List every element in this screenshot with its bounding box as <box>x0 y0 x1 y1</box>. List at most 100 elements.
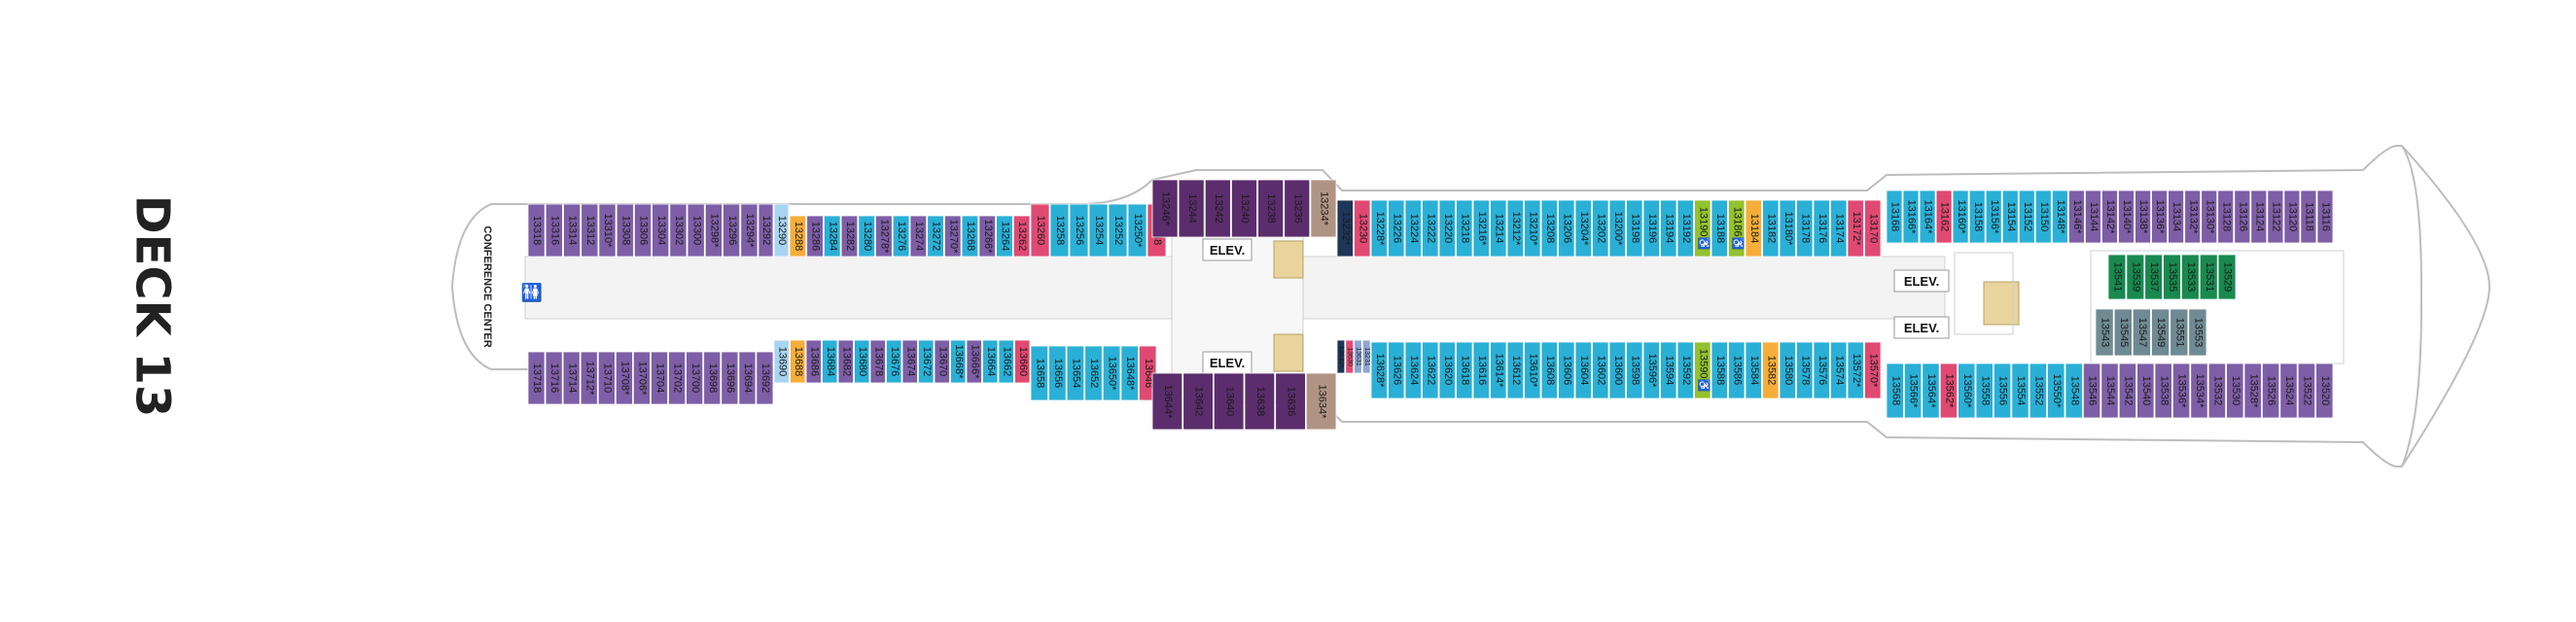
cabin-13126[interactable] <box>2234 190 2251 244</box>
cabin-13630[interactable] <box>1345 339 1355 374</box>
cabin-13210[interactable] <box>1524 199 1541 258</box>
cabin-13230[interactable] <box>1354 199 1371 258</box>
cabin-13698[interactable] <box>703 351 722 405</box>
cabin-13118[interactable] <box>2300 190 2317 244</box>
cabin-13539[interactable] <box>2126 254 2145 300</box>
cabin-13530[interactable] <box>2226 363 2244 419</box>
cabin-13236[interactable] <box>1284 179 1311 238</box>
cabin-13548[interactable] <box>2064 363 2083 419</box>
cabin-13668[interactable] <box>950 339 967 384</box>
cabin-13612[interactable] <box>1506 341 1524 399</box>
cabin-13674[interactable] <box>901 339 918 384</box>
cabin-13254[interactable] <box>1088 203 1109 258</box>
cabin-13553[interactable] <box>2188 308 2207 357</box>
cabin-13134[interactable] <box>2168 190 2185 244</box>
cabin-13158[interactable] <box>1968 190 1986 244</box>
cabin-13684[interactable] <box>822 339 838 384</box>
cabin-13531[interactable] <box>2199 254 2218 300</box>
cabin-13274[interactable] <box>909 215 928 258</box>
cabin-13636[interactable] <box>1275 372 1306 431</box>
cabin-13572[interactable] <box>1847 341 1864 399</box>
cabin-13232[interactable] <box>1336 199 1354 258</box>
cabin-13286[interactable] <box>806 215 824 258</box>
cabin-13212[interactable] <box>1506 199 1524 258</box>
cabin-13700[interactable] <box>686 351 704 405</box>
cabin-13618[interactable] <box>1456 341 1473 399</box>
cabin-13608[interactable] <box>1540 341 1558 399</box>
cabin-13202[interactable] <box>1592 199 1609 258</box>
cabin-13296[interactable] <box>723 203 741 258</box>
cabin-13537[interactable] <box>2144 254 2163 300</box>
cabin-13570[interactable] <box>1864 341 1882 399</box>
cabin-13554[interactable] <box>2011 363 2029 419</box>
cabin-13546[interactable] <box>2082 363 2101 419</box>
cabin-13124[interactable] <box>2250 190 2268 244</box>
cabin-13260[interactable] <box>1030 203 1050 258</box>
cabin-13710[interactable] <box>597 351 616 405</box>
cabin-13148[interactable] <box>2051 190 2068 244</box>
cabin-13644[interactable] <box>1151 372 1183 431</box>
cabin-13536[interactable] <box>2171 363 2191 419</box>
cabin-13168[interactable] <box>1886 190 1903 244</box>
cabin-13631[interactable] <box>1354 339 1362 374</box>
cabin-13190[interactable] <box>1694 199 1711 258</box>
cabin-13543[interactable] <box>2095 308 2114 357</box>
cabin-13224[interactable] <box>1404 199 1422 258</box>
cabin-13600[interactable] <box>1608 341 1626 399</box>
cabin-13308[interactable] <box>616 203 634 258</box>
cabin-13634[interactable] <box>1305 372 1337 431</box>
cabin-13522[interactable] <box>2297 363 2315 419</box>
cabin-13624[interactable] <box>1404 341 1422 399</box>
cabin-13542[interactable] <box>2118 363 2136 419</box>
cabin-13688[interactable] <box>790 339 806 384</box>
cabin-13228[interactable] <box>1370 199 1388 258</box>
cabin-13186[interactable] <box>1728 199 1746 258</box>
cabin-13648[interactable] <box>1120 345 1139 401</box>
cabin-13250[interactable] <box>1127 203 1147 258</box>
cabin-13716[interactable] <box>545 351 563 405</box>
cabin-13602[interactable] <box>1592 341 1609 399</box>
cabin-13682[interactable] <box>837 339 854 384</box>
cabin-13222[interactable] <box>1422 199 1439 258</box>
cabin-13678[interactable] <box>869 339 886 384</box>
cabin-13316[interactable] <box>545 203 563 258</box>
cabin-13192[interactable] <box>1676 199 1694 258</box>
cabin-13564[interactable] <box>1922 363 1940 419</box>
cabin-13638[interactable] <box>1244 372 1276 431</box>
cabin-13658[interactable] <box>1030 345 1049 401</box>
cabin-13172[interactable] <box>1847 199 1864 258</box>
cabin-13194[interactable] <box>1660 199 1677 258</box>
cabin-13140[interactable] <box>2118 190 2135 244</box>
cabin-13204[interactable] <box>1574 199 1592 258</box>
cabin-13560[interactable] <box>1958 363 1976 419</box>
cabin-13198[interactable] <box>1626 199 1643 258</box>
cabin-13138[interactable] <box>2135 190 2152 244</box>
cabin-13288[interactable] <box>789 215 807 258</box>
cabin-13302[interactable] <box>669 203 688 258</box>
cabin-13690[interactable] <box>773 339 790 384</box>
cabin-13547[interactable] <box>2132 308 2151 357</box>
cabin-13692[interactable] <box>756 351 774 405</box>
cabin-13660[interactable] <box>1014 339 1031 384</box>
cabin-13312[interactable] <box>581 203 599 258</box>
cabin-13292[interactable] <box>758 203 774 258</box>
cabin-13544[interactable] <box>2100 363 2119 419</box>
cabin-13529[interactable] <box>2217 254 2237 300</box>
cabin-13252[interactable] <box>1108 203 1128 258</box>
cabin-13528[interactable] <box>2243 363 2262 419</box>
cabin-13670[interactable] <box>934 339 950 384</box>
cabin-13540[interactable] <box>2136 363 2155 419</box>
cabin-13580[interactable] <box>1779 341 1796 399</box>
cabin-13246[interactable] <box>1151 179 1179 238</box>
cabin-13558[interactable] <box>1975 363 1994 419</box>
cabin-13226[interactable] <box>1388 199 1405 258</box>
cabin-13650[interactable] <box>1102 345 1121 401</box>
cabin-13706[interactable] <box>633 351 651 405</box>
cabin-13566[interactable] <box>1904 363 1923 419</box>
cabin-13640[interactable] <box>1213 372 1245 431</box>
cabin-13154[interactable] <box>2001 190 2019 244</box>
cabin-13156[interactable] <box>1985 190 2002 244</box>
cabin-13534[interactable] <box>2190 363 2208 419</box>
cabin-13310[interactable] <box>598 203 617 258</box>
cabin-13268[interactable] <box>961 215 979 258</box>
